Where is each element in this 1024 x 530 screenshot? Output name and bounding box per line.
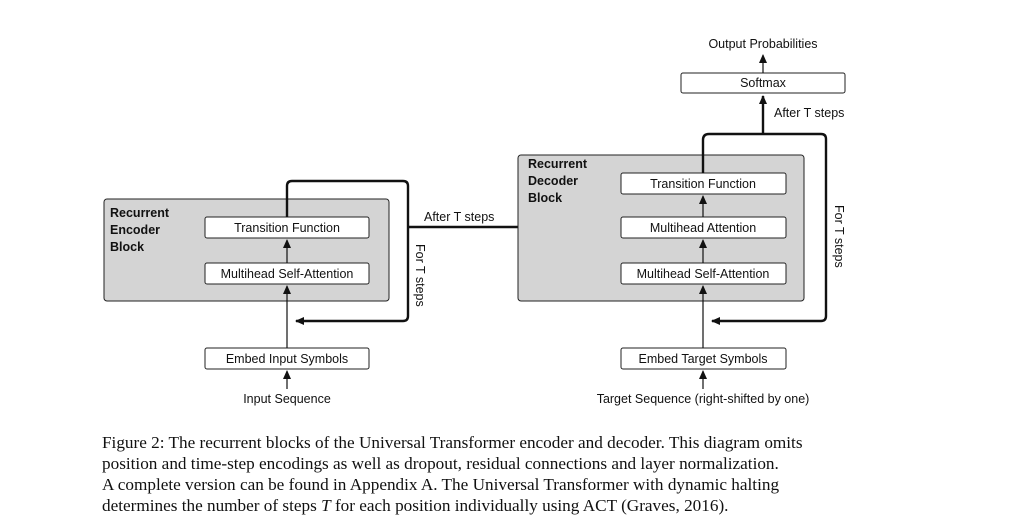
encoder-transition-function-label: Transition Function	[234, 221, 340, 235]
encoder-loop-label: For T steps	[413, 244, 427, 307]
decoder-cross-attention-label: Multihead Attention	[650, 221, 756, 235]
decoder-loop-label: For T steps	[832, 205, 846, 268]
caption-line-3: A complete version can be found in Appen…	[102, 475, 780, 494]
caption-line-4: determines the number of steps T for eac…	[102, 495, 882, 516]
caption-line-4-end: for each position individually using ACT…	[330, 496, 729, 515]
caption-line-2: position and time-step encodings as well…	[102, 454, 779, 473]
softmax-label: Softmax	[740, 76, 787, 90]
figure-caption: Figure 2: The recurrent blocks of the Un…	[102, 432, 882, 516]
decoder-input-label: Target Sequence (right-shifted by one)	[597, 392, 810, 406]
decoder-embed-label: Embed Target Symbols	[639, 352, 768, 366]
decoder-block-label: Recurrent Decoder Block	[528, 157, 591, 205]
encoder-to-decoder-label: After T steps	[424, 210, 494, 224]
encoder-input-label: Input Sequence	[243, 392, 331, 406]
encoder-recurrence-loop	[285, 179, 410, 325]
universal-transformer-diagram: Recurrent Encoder Block Transition Funct…	[103, 37, 846, 406]
caption-line-4-start: determines the number of steps	[102, 496, 322, 515]
decoder-recurrence-loop	[701, 132, 828, 325]
decoder-self-attention-label: Multihead Self-Attention	[637, 267, 770, 281]
encoder-embed-label: Embed Input Symbols	[226, 352, 348, 366]
decoder-transition-function-label: Transition Function	[650, 177, 756, 191]
output-probabilities-label: Output Probabilities	[708, 37, 817, 51]
decoder-after-steps-label: After T steps	[774, 106, 844, 120]
caption-line-1: Figure 2: The recurrent blocks of the Un…	[102, 433, 803, 452]
encoder-block-label: Recurrent Encoder Block	[110, 206, 173, 254]
encoder-self-attention-label: Multihead Self-Attention	[221, 267, 354, 281]
caption-variable-t: T	[321, 496, 331, 515]
